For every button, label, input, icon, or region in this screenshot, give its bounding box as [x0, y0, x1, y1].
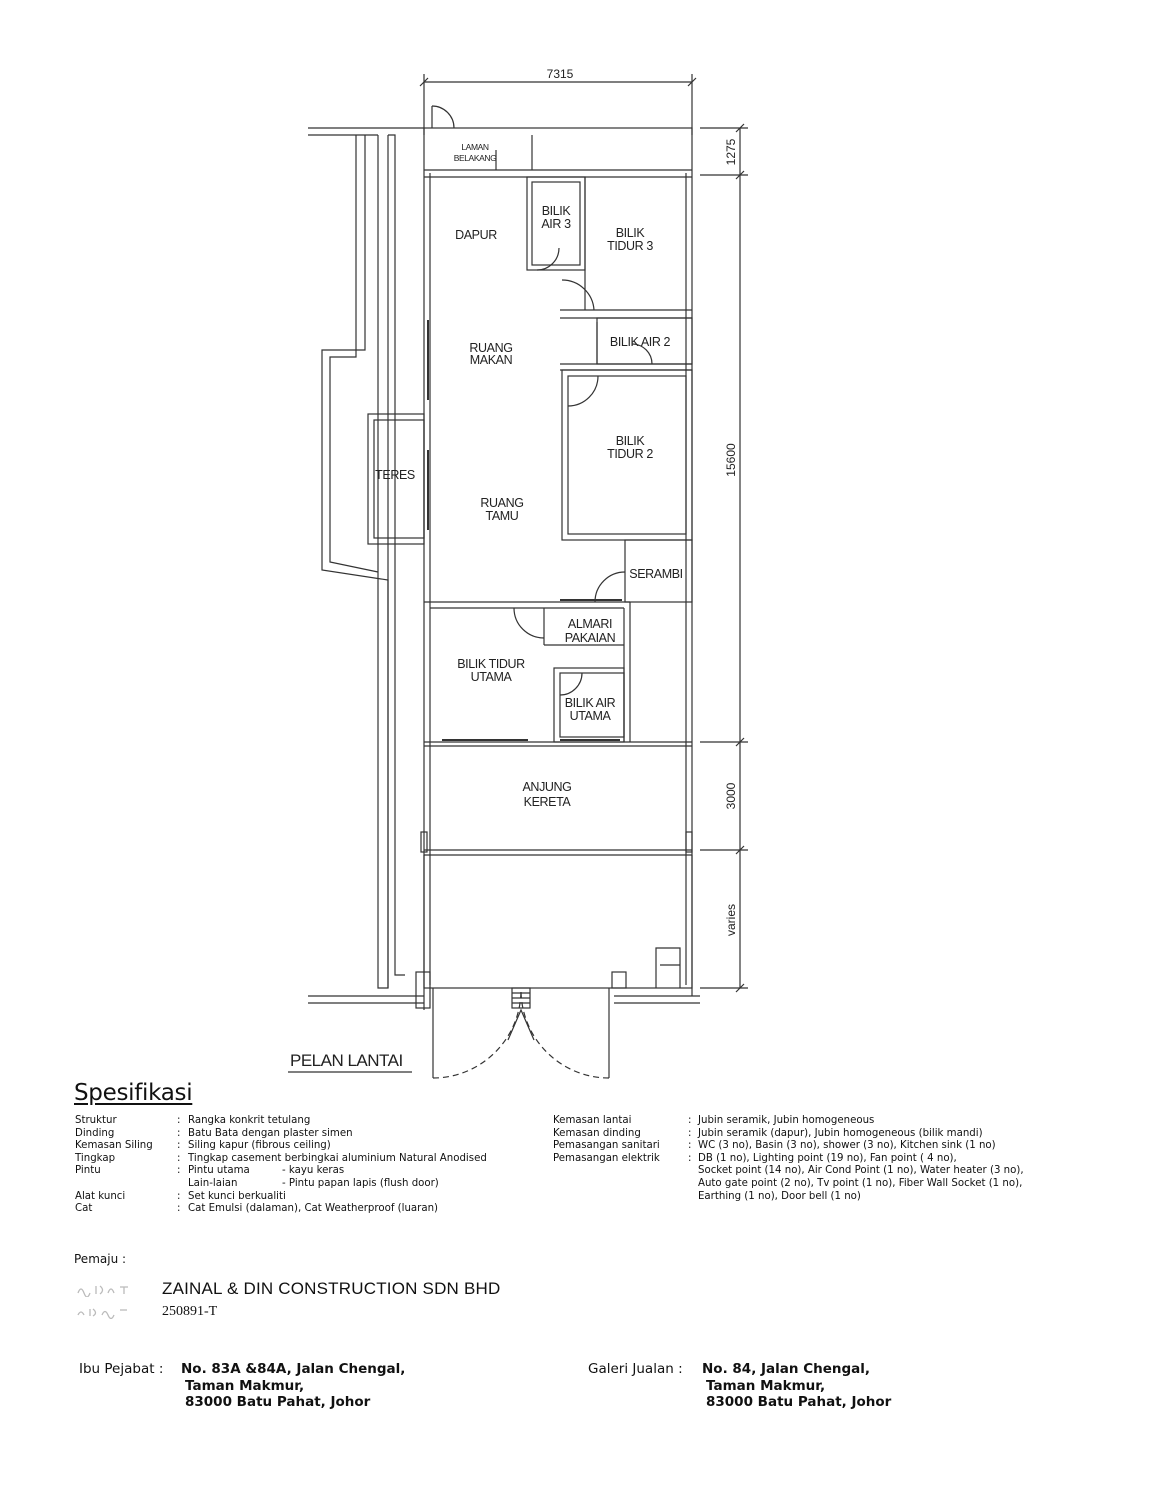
- spec-value-line: Earthing (1 no), Door bell (1 no): [698, 1190, 861, 1202]
- room-bilik-tidur-utama-l1: BILIK TIDUR: [457, 657, 525, 671]
- spec-row-kemasan-lantai: Kemasan lantai: Jubin seramik, Jubin hom…: [553, 1115, 1024, 1128]
- dim-porch: 3000: [724, 782, 738, 809]
- spec-value-line: Socket point (14 no), Air Cond Point (1 …: [698, 1165, 1024, 1177]
- company-reg-no: 250891-T: [162, 1304, 218, 1319]
- room-ruang-makan-l2: MAKAN: [470, 353, 513, 367]
- spec-row-struktur: Struktur: Rangka konkrit tetulang: [75, 1115, 487, 1128]
- spec-value: Set kunci berkualiti: [188, 1190, 286, 1202]
- spec-value-a: Pintu utama- kayu keras: [188, 1165, 345, 1177]
- spec-row-tingkap: Tingkap: Tingkap casement berbingkai alu…: [75, 1152, 487, 1164]
- gallery-address-line: No. 84, Jalan Chengal,: [702, 1361, 871, 1377]
- room-bilik-tidur-utama-l2: UTAMA: [471, 670, 513, 684]
- room-ruang-tamu-l2: TAMU: [486, 509, 519, 523]
- gallery-address-line: Taman Makmur,: [706, 1377, 826, 1394]
- spec-row-alat-kunci: Alat kunci: Set kunci berkualiti: [75, 1191, 487, 1204]
- room-teres: TERES: [375, 468, 415, 482]
- room-almari-pakaian-l1: ALMARI: [568, 617, 612, 631]
- spec-row-dinding: Dinding: Batu Bata dengan plaster simen: [75, 1128, 487, 1141]
- room-bilik-tidur-3-l2: TIDUR 3: [607, 239, 653, 253]
- spec-heading: Spesifikasi: [74, 1080, 193, 1106]
- spec-key: Kemasan lantai: [553, 1115, 632, 1126]
- room-ruang-makan-l1: RUANG: [469, 341, 512, 355]
- dim-rear: 1275: [724, 138, 738, 165]
- spec-value: Tingkap casement berbingkai aluminium Na…: [188, 1152, 487, 1164]
- spec-key: Kemasan Siling: [75, 1140, 153, 1152]
- room-bilik-air-2: BILIK AIR 2: [610, 335, 671, 349]
- spec-key: Cat: [75, 1203, 93, 1215]
- spec-row-pemasangan-sanitari: Pemasangan sanitari: WC (3 no), Basin (3…: [553, 1140, 1024, 1153]
- plan-title: PELAN LANTAI: [290, 1051, 403, 1070]
- company-logo-mark: [77, 1285, 128, 1297]
- hq-address-line: Taman Makmur,: [185, 1377, 305, 1394]
- room-dapur: DAPUR: [455, 228, 497, 242]
- spec-row-pemasangan-elektrik: Pemasangan elektrik: DB (1 no), Lighting…: [553, 1152, 1024, 1202]
- room-laman-belakang-l1: LAMAN: [461, 142, 489, 152]
- company-logo-mark-2: [77, 1308, 127, 1319]
- room-bilik-air-3-l2: AIR 3: [541, 217, 571, 231]
- room-almari-pakaian-l2: PAKAIAN: [565, 631, 616, 645]
- spec-row-pintu: Pintu: Pintu utama- kayu keras Lain-laia…: [75, 1165, 487, 1190]
- room-bilik-air-utama-l1: BILIK AIR: [565, 696, 616, 710]
- floor-plan: 7315 1275 15600 3000 varies LAMAN BELAKA…: [288, 67, 748, 1079]
- spec-key: Pintu: [75, 1165, 101, 1177]
- hq-address-line: 83000 Batu Pahat, Johor: [185, 1394, 371, 1410]
- hq-address: No. 83A &84A, Jalan Chengal, Taman Makmu…: [181, 1361, 405, 1411]
- spec-value: Siling kapur (fibrous ceiling): [188, 1140, 331, 1152]
- room-anjung-kereta-l2: KERETA: [524, 795, 572, 809]
- spec-key: Pemasangan elektrik: [553, 1152, 660, 1164]
- company-name: ZAINAL & DIN CONSTRUCTION SDN BHD: [162, 1279, 501, 1298]
- room-bilik-air-3-l1: BILIK: [542, 204, 572, 218]
- spec-value-b: Lain-laian- Pintu papan lapis (flush doo…: [188, 1177, 439, 1189]
- room-bilik-tidur-2-l1: BILIK: [616, 434, 646, 448]
- spec-left-table: Struktur: Rangka konkrit tetulang Dindin…: [75, 1115, 487, 1216]
- developer-label: Pemaju :: [74, 1252, 127, 1266]
- room-bilik-air-utama-l2: UTAMA: [570, 709, 612, 723]
- spec-key: Kemasan dinding: [553, 1127, 641, 1139]
- room-ruang-tamu-l1: RUANG: [480, 496, 523, 510]
- dim-front: varies: [724, 904, 738, 936]
- hq-address-line: No. 83A &84A, Jalan Chengal,: [181, 1361, 406, 1377]
- spec-value: Jubin seramik, Jubin homogeneous: [698, 1115, 875, 1126]
- spec-value-line: DB (1 no), Lighting point (19 no), Fan p…: [698, 1152, 957, 1164]
- spec-row-kemasan-siling: Kemasan Siling: Siling kapur (fibrous ce…: [75, 1140, 487, 1153]
- spec-key: Tingkap: [75, 1152, 116, 1164]
- gallery-address-line: 83000 Batu Pahat, Johor: [706, 1394, 892, 1410]
- spec-value: Cat Emulsi (dalaman), Cat Weatherproof (…: [188, 1203, 439, 1215]
- hq-label: Ibu Pejabat :: [79, 1361, 164, 1377]
- spec-value: Rangka konkrit tetulang: [188, 1115, 311, 1126]
- spec-value-line: Auto gate point (2 no), Tv point (1 no),…: [698, 1177, 1023, 1189]
- spec-key: Struktur: [75, 1115, 117, 1126]
- spec-value: Jubin seramik (dapur), Jubin homogeneous…: [698, 1127, 983, 1139]
- spec-key: Alat kunci: [75, 1190, 126, 1202]
- gallery-label: Galeri Jualan :: [588, 1361, 683, 1377]
- spec-value: WC (3 no), Basin (3 no), shower (3 no), …: [698, 1140, 996, 1152]
- dim-width: 7315: [547, 67, 574, 81]
- spec-right-table: Kemasan lantai: Jubin seramik, Jubin hom…: [553, 1115, 1024, 1203]
- dim-main: 15600: [724, 443, 738, 477]
- spec-key: Dinding: [75, 1127, 115, 1139]
- spec-row-kemasan-dinding: Kemasan dinding: Jubin seramik (dapur), …: [553, 1128, 1024, 1141]
- gallery-address: No. 84, Jalan Chengal, Taman Makmur, 830…: [702, 1361, 891, 1411]
- spec-value: Batu Bata dengan plaster simen: [188, 1127, 353, 1139]
- spec-key: Pemasangan sanitari: [553, 1140, 660, 1152]
- spec-row-cat: Cat: Cat Emulsi (dalaman), Cat Weatherpr…: [75, 1203, 487, 1216]
- room-serambi: SERAMBI: [629, 567, 682, 581]
- room-laman-belakang-l2: BELAKANG: [454, 153, 497, 163]
- room-anjung-kereta-l1: ANJUNG: [523, 780, 572, 794]
- room-bilik-tidur-3-l1: BILIK: [616, 226, 646, 240]
- room-bilik-tidur-2-l2: TIDUR 2: [607, 447, 653, 461]
